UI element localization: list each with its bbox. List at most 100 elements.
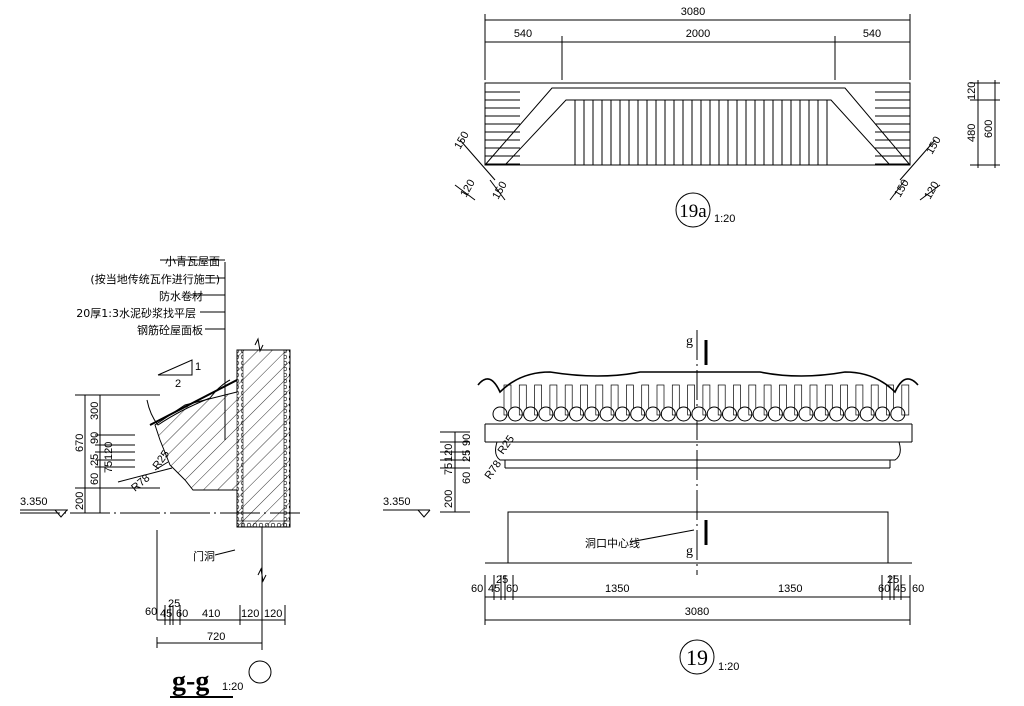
dim-right-middle: 480 xyxy=(966,124,978,142)
tile-end xyxy=(890,406,906,422)
scale: 1:20 xyxy=(714,213,735,225)
elevation-19: g g 洞口中心线 R25 R78 90 120 25 75 60 200 3.… xyxy=(383,330,924,675)
tile-end xyxy=(523,406,539,422)
dim-left: 25 xyxy=(461,450,473,462)
tile-ridge xyxy=(901,384,910,416)
section-gg: 小青瓦屋面 (按当地传统瓦作进行施工) 防水卷材 20厚1:3水泥砂浆找平层 钢… xyxy=(20,255,300,698)
dim-overall: 3080 xyxy=(681,6,705,18)
dim-bottom: 45 xyxy=(894,583,906,595)
dim-bottom: 45 xyxy=(488,583,500,595)
detail-label: 19a xyxy=(679,201,707,222)
tile-ridge xyxy=(886,384,894,416)
tile-end xyxy=(538,406,554,422)
dim-part: 120 xyxy=(103,442,115,460)
scale: 1:20 xyxy=(718,661,739,673)
tile-end xyxy=(737,406,753,422)
dim-base: 200 xyxy=(74,492,86,510)
tile-ridge xyxy=(702,384,711,416)
tile-ridge xyxy=(855,384,864,416)
dim-overall: 670 xyxy=(74,434,86,452)
dim-bottom: 60 xyxy=(912,583,924,595)
dim-part: 75 xyxy=(103,461,115,473)
tile-end xyxy=(630,406,646,422)
tile-end xyxy=(813,406,829,422)
tile-ridge xyxy=(717,384,726,416)
dim-bottom: 120 xyxy=(241,608,259,620)
dim-left: 120 xyxy=(443,444,455,462)
tile-ridge xyxy=(824,384,833,416)
centerline-note: 洞口中心线 xyxy=(585,536,640,550)
dim-part: 25 xyxy=(89,454,101,466)
detail-circle xyxy=(679,639,715,675)
tile-ridge xyxy=(503,384,512,416)
dim-corner: 150 xyxy=(452,130,472,152)
dim-bottom: 120 xyxy=(264,608,282,620)
dim-right-top: 120 xyxy=(966,82,978,100)
dim-right-overall: 600 xyxy=(983,120,995,138)
dim-corner: 150 xyxy=(924,135,944,157)
radius-label: R25 xyxy=(496,433,517,456)
dim-middle: 2000 xyxy=(686,28,710,40)
tile-ridge xyxy=(564,384,573,416)
tile-end xyxy=(875,406,890,422)
tile-end xyxy=(660,406,676,422)
tile-end xyxy=(614,406,630,422)
scale: 1:20 xyxy=(222,681,243,693)
cut-mark-top: g xyxy=(686,334,693,349)
dim-bottom: 25 xyxy=(496,574,508,586)
dim-left: 540 xyxy=(514,28,532,40)
dim-left: 90 xyxy=(461,434,473,446)
note: 小青瓦屋面 xyxy=(165,255,220,268)
dim-bottom: 45 xyxy=(160,608,172,620)
dim-bottom: 1350 xyxy=(605,583,629,595)
tile-ridge xyxy=(763,384,772,416)
tile-ridge xyxy=(840,384,848,416)
tile-end xyxy=(752,406,768,422)
tile-end xyxy=(645,406,661,422)
dim-right: 540 xyxy=(863,28,881,40)
dim-bottom: 60 xyxy=(145,606,157,618)
dim-bottom: 25 xyxy=(887,574,899,586)
tile-ridge xyxy=(610,384,619,416)
note: 20厚1:3水泥砂浆找平层 xyxy=(76,306,196,320)
tile-end xyxy=(569,406,584,422)
tile-end xyxy=(829,406,845,422)
tile-end xyxy=(859,406,875,422)
detail-circle xyxy=(248,660,272,684)
note: 钢筋砼屋面板 xyxy=(137,323,203,337)
tile-ridge xyxy=(534,384,542,416)
dim-bottom: 60 xyxy=(176,608,188,620)
dim-part: 60 xyxy=(89,473,101,485)
tile-end xyxy=(783,406,799,422)
dim-left: 75 xyxy=(443,463,455,475)
detail-label: 19 xyxy=(686,645,708,670)
dim-bottom: 410 xyxy=(202,608,220,620)
dim-bottom: 60 xyxy=(878,583,890,595)
tile-ridge xyxy=(779,384,787,416)
tile-end xyxy=(676,406,692,422)
tile-ridge xyxy=(809,384,818,416)
tile-ridge xyxy=(626,384,634,416)
dim-corner: 120 xyxy=(922,180,942,202)
tile-ridge xyxy=(656,384,665,416)
dim-overall-bottom: 720 xyxy=(207,631,225,643)
detail-circle xyxy=(675,192,711,228)
dim-corner: 150 xyxy=(490,180,510,202)
tile-end xyxy=(691,406,707,422)
tile-end xyxy=(844,406,860,422)
tile-ridge xyxy=(595,384,604,416)
dim-overall: 3080 xyxy=(685,606,709,618)
tile-ridge xyxy=(518,384,527,416)
tile-ridge xyxy=(794,384,803,416)
door-note: 门洞 xyxy=(193,549,215,563)
tile-end xyxy=(798,406,814,422)
radius-label: R78 xyxy=(483,458,504,481)
slope-rise: 1 xyxy=(195,361,201,373)
dim-bottom: 60 xyxy=(471,583,483,595)
slope-run: 2 xyxy=(175,378,181,390)
tile-ridge xyxy=(733,384,741,416)
tile-end xyxy=(553,406,569,422)
dim-part: 300 xyxy=(89,402,101,420)
plan-19a: 3080 540 2000 540 120 480 600 150 120 15… xyxy=(452,6,1000,228)
